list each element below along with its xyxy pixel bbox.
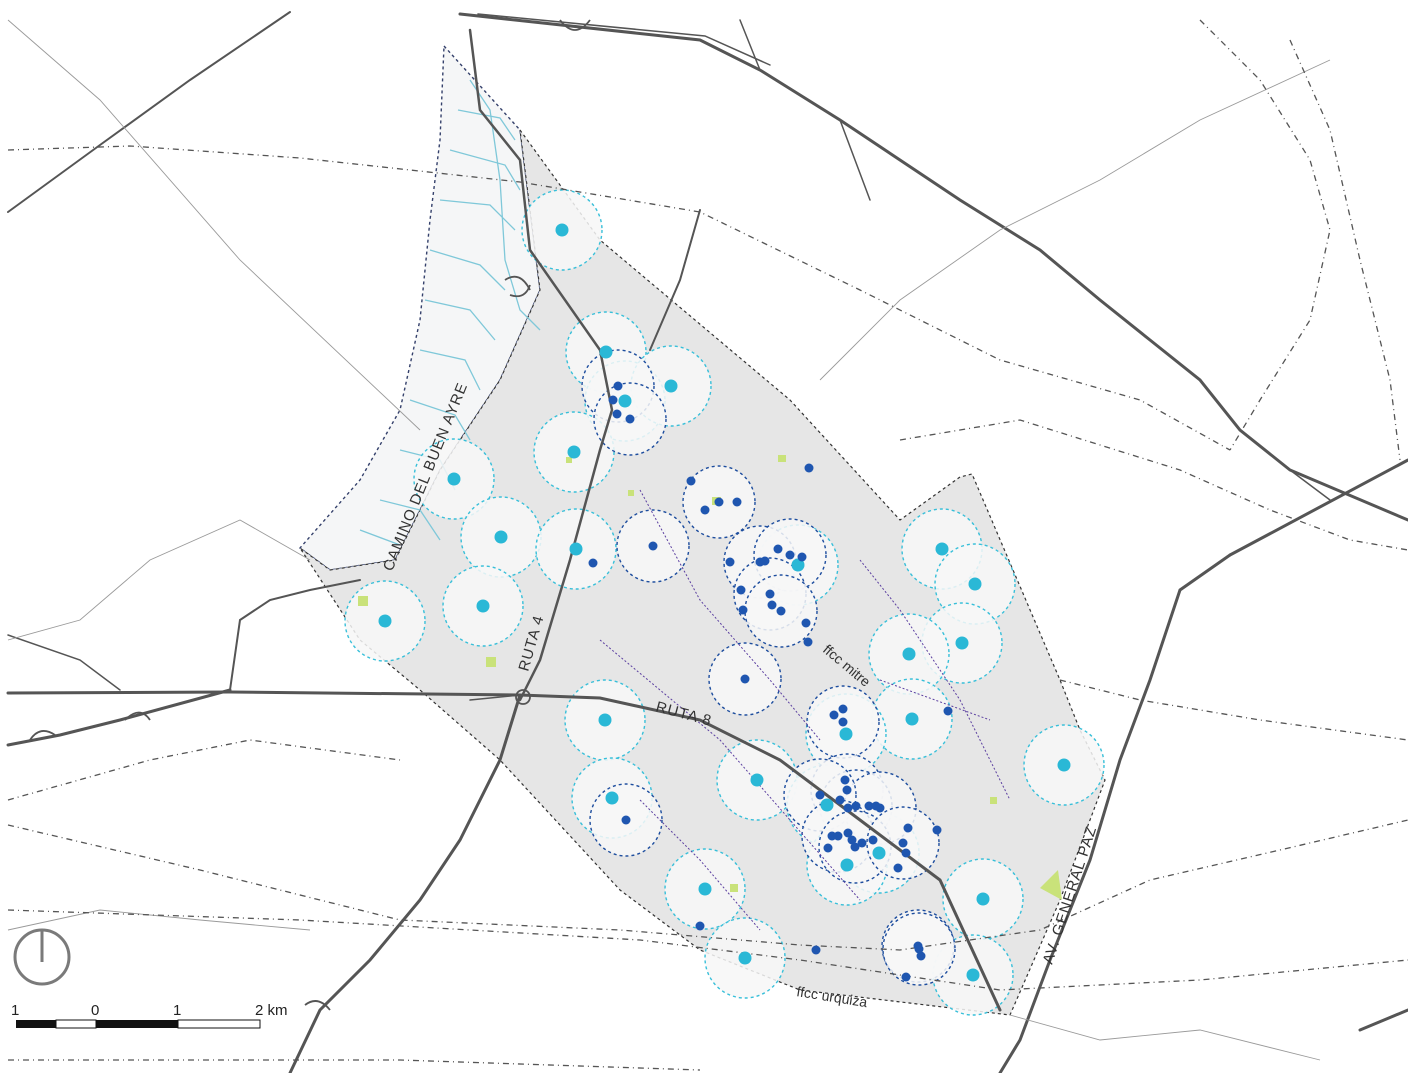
dark-blue-point [843, 803, 853, 813]
municipal-limits [7, 19, 1331, 1061]
light-blue-point [378, 614, 392, 628]
light-blue-point [447, 472, 461, 486]
light-blue-point [935, 542, 949, 556]
dark-blue-point [932, 825, 942, 835]
roads [6, 11, 1408, 1073]
light-blue-point [555, 223, 569, 237]
dark-blue-points [588, 381, 953, 982]
dark-blue-point [833, 831, 843, 841]
light-blue-point [567, 445, 581, 459]
light-blue-point [605, 791, 619, 805]
dark-blue-point [686, 476, 696, 486]
dark-blue-point [740, 674, 750, 684]
light-blue-point [820, 798, 834, 812]
dark-blue-point [864, 801, 874, 811]
light-blue-point [902, 647, 916, 661]
dark-blue-point [838, 704, 848, 714]
dark-blue-point [738, 605, 748, 615]
dark-blue-point [903, 823, 913, 833]
dark-blue-point [901, 972, 911, 982]
dark-blue-point [829, 710, 839, 720]
dark-blue-point [898, 838, 908, 848]
dark-blue-point [811, 945, 821, 955]
light-blue-point [738, 951, 752, 965]
dark-blue-point [776, 606, 786, 616]
light-blue-point [750, 773, 764, 787]
light-blue-point [1057, 758, 1071, 772]
light-blue-point [618, 394, 632, 408]
dark-blue-point [700, 505, 710, 515]
dark-blue-point [801, 618, 811, 628]
dark-blue-point [815, 790, 825, 800]
dark-blue-point [901, 848, 911, 858]
light-blue-point [840, 858, 854, 872]
dark-blue-point [835, 795, 845, 805]
dark-blue-point [588, 558, 598, 568]
dark-blue-point [621, 815, 631, 825]
light-blue-point [598, 713, 612, 727]
dark-blue-point [838, 717, 848, 727]
dark-blue-point [875, 803, 885, 813]
dark-blue-point [695, 921, 705, 931]
dark-blue-point [767, 600, 777, 610]
dark-blue-point [797, 552, 807, 562]
dark-blue-point [893, 863, 903, 873]
light-blue-point [905, 712, 919, 726]
dark-blue-point [608, 395, 618, 405]
scale-label-0: 0 [91, 1002, 99, 1019]
dark-blue-point [916, 951, 926, 961]
scale-label-2km: 2 km [255, 1002, 288, 1019]
dark-blue-point [943, 706, 953, 716]
dark-blue-point [842, 785, 852, 795]
dark-blue-point [843, 828, 853, 838]
light-blue-points [378, 223, 1071, 982]
dark-blue-point [725, 557, 735, 567]
light-blue-point [791, 558, 805, 572]
dark-blue-point [612, 409, 622, 419]
light-blue-point [966, 968, 980, 982]
light-blue-point [976, 892, 990, 906]
light-blue-point [569, 542, 583, 556]
dark-blue-point [803, 637, 813, 647]
light-blue-point [664, 379, 678, 393]
scale-bar: 1 0 1 2 km [11, 1002, 288, 1029]
dark-blue-point [785, 550, 795, 560]
scale-label-1-left: 1 [11, 1002, 19, 1019]
dark-blue-point [840, 775, 850, 785]
north-arrow-icon [13, 928, 71, 986]
dark-blue-point [850, 842, 860, 852]
light-blue-point [476, 599, 490, 613]
light-blue-point [599, 345, 613, 359]
light-blue-point [698, 882, 712, 896]
railways [7, 19, 1408, 1071]
light-blue-point [872, 846, 886, 860]
interchanges [29, 19, 591, 1011]
dark-blue-point [732, 497, 742, 507]
dark-blue-point [804, 463, 814, 473]
dark-blue-point [760, 556, 770, 566]
dark-blue-point [773, 544, 783, 554]
dark-blue-point [736, 585, 746, 595]
dark-blue-point [714, 497, 724, 507]
light-blue-point [839, 727, 853, 741]
dark-blue-point [648, 541, 658, 551]
dark-blue-point [847, 835, 857, 845]
scale-label-1-right: 1 [173, 1002, 181, 1019]
dark-blue-point [765, 589, 775, 599]
dark-blue-point [613, 381, 623, 391]
dark-blue-point [857, 838, 867, 848]
dark-blue-point [914, 944, 924, 954]
dark-blue-point [625, 414, 635, 424]
dark-blue-point [868, 835, 878, 845]
internal-boundaries [599, 489, 1011, 931]
light-blue-point [494, 530, 508, 544]
dark-blue-point [823, 843, 833, 853]
light-blue-point [968, 577, 982, 591]
light-blue-point [955, 636, 969, 650]
dark-blue-point [851, 801, 861, 811]
